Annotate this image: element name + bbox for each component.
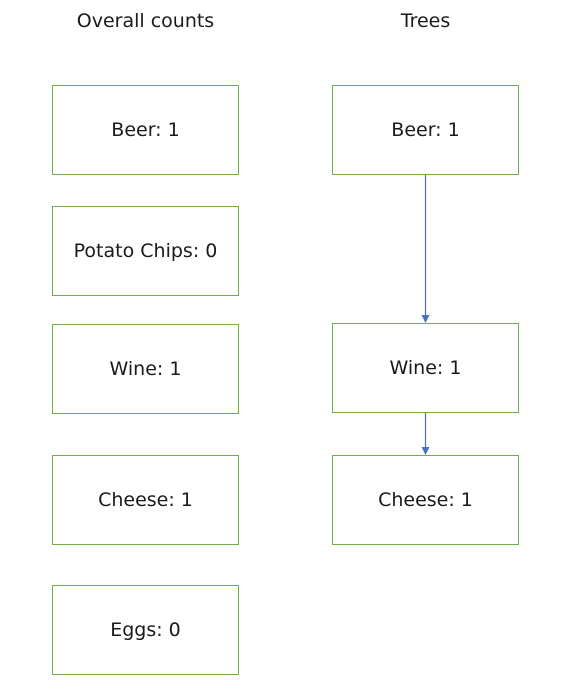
trees-heading: Trees <box>400 10 451 32</box>
overall-count-wine: Wine: 1 <box>52 324 239 414</box>
overall-counts-heading: Overall counts <box>76 10 215 32</box>
tree-node-cheese: Cheese: 1 <box>332 455 519 545</box>
overall-count-eggs: Eggs: 0 <box>52 585 239 675</box>
overall-count-potato-chips: Potato Chips: 0 <box>52 206 239 296</box>
overall-count-beer: Beer: 1 <box>52 85 239 175</box>
tree-node-beer: Beer: 1 <box>332 85 519 175</box>
overall-count-cheese: Cheese: 1 <box>52 455 239 545</box>
tree-node-wine: Wine: 1 <box>332 323 519 413</box>
